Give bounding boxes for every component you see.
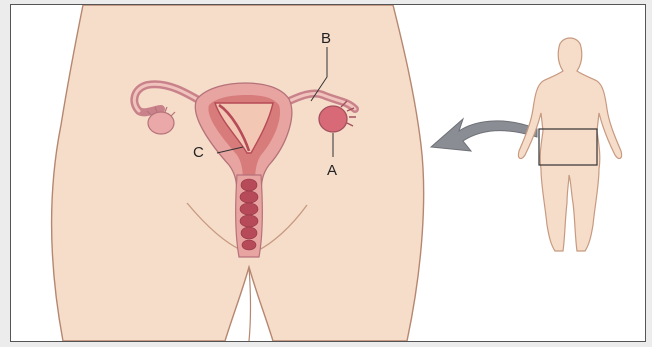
body-silhouette (518, 38, 621, 251)
left-ovary (148, 112, 174, 134)
label-a: A (327, 162, 337, 179)
label-b: B (321, 30, 331, 47)
female-body-icon (518, 38, 621, 251)
diagram-figure: B A C (10, 4, 646, 342)
reproductive-system-diagram: B A C (11, 5, 645, 341)
label-c: C (193, 144, 204, 161)
leg-split-line (249, 267, 251, 341)
right-ovary (319, 106, 347, 132)
